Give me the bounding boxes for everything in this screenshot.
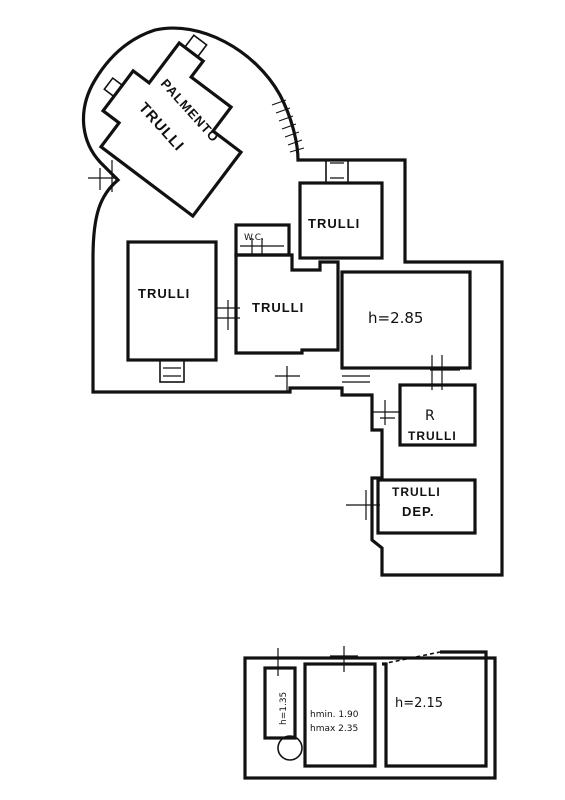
trulli-r-label: TRULLI [408,429,457,443]
trulli-center-label: TRULLI [252,300,304,315]
lower-hmax: hmax 2.35 [310,724,358,734]
trulli-r-room [398,383,477,447]
lower-hmin: hmin. 1.90 [310,710,359,720]
lower-height-left: h=1.35 [279,692,289,725]
trulli-dep-room [376,478,477,535]
cistern-circle [277,735,303,761]
palmento-room [98,34,244,219]
lower-plan: h=1.35 hmin. 1.90 hmax 2.35 h=2.15 [243,646,497,780]
trulli-top-label: TRULLI [308,216,360,231]
lower-room-left [263,666,297,740]
trulli-left-label: TRULLI [138,286,190,301]
trulli-top-door [325,159,349,184]
trulli-left-door-bottom [159,359,185,383]
upper-plan: PALMENTO TRULLI TRULLI W.C. TRULLI TRULL… [82,26,504,577]
trulli-center-room [234,253,340,355]
trulli-r-letter: R [425,408,435,424]
main-room [340,270,472,370]
lower-height-right: h=2.15 [395,696,443,711]
main-room-height: h=2.85 [368,309,423,327]
trulli-dep-label: TRULLI [392,485,441,499]
lower-room-middle [303,662,377,768]
wc-label: W.C. [244,233,264,243]
outer-boundary-wall [82,26,504,577]
lower-outer-wall [243,656,497,780]
trulli-left-room [126,240,218,362]
curved-wall-hatch [271,99,305,153]
dep-label: DEP. [402,504,435,519]
